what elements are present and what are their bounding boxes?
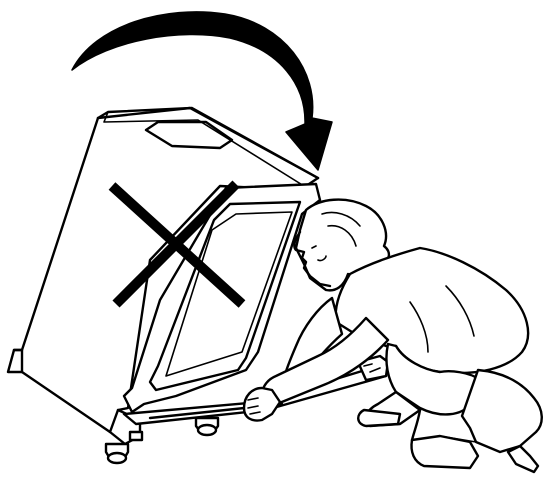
appliance-tilt-warning-illustration bbox=[0, 0, 547, 482]
